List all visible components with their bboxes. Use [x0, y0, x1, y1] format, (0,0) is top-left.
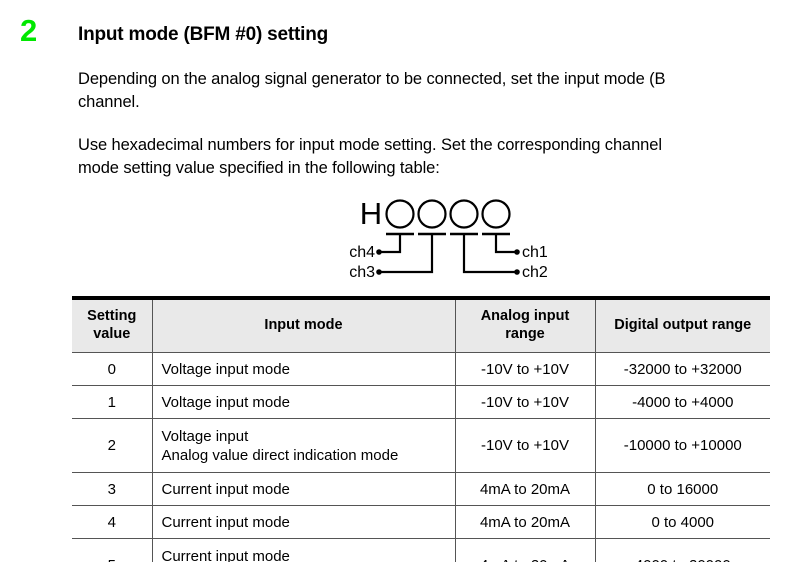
cell-digital-range: -10000 to +10000: [595, 418, 770, 473]
cell-input-mode: Voltage input mode: [152, 385, 456, 419]
leader-line-ch2: [462, 234, 517, 274]
section-heading: 2 Input mode (BFM #0) setting: [0, 14, 800, 58]
paragraph-line: Use hexadecimal numbers for input mode s…: [78, 136, 662, 154]
cell-digital-range: 0 to 4000: [595, 505, 770, 539]
leader-line-ch3: [379, 234, 434, 274]
leader-line-ch4: [379, 234, 402, 254]
cell-setting-value: 1: [72, 385, 153, 419]
cell-input-mode: Voltage input mode: [152, 352, 456, 386]
cell-analog-range: 4mA to 20mA: [455, 505, 596, 539]
channel-label-ch1: ch1: [522, 244, 548, 261]
digit-circle-ch4: [385, 199, 415, 229]
table-row: 0 Voltage input mode -10V to +10V -32000…: [72, 352, 770, 386]
table-row: 1 Voltage input mode -10V to +10V -4000 …: [72, 385, 770, 419]
column-header-input-mode: Input mode: [152, 296, 456, 353]
table-row: 4 Current input mode 4mA to 20mA 0 to 40…: [72, 505, 770, 539]
mode-line: Voltage input mode: [161, 360, 290, 378]
leader-dot-ch2: [514, 269, 520, 275]
input-mode-table: Setting value Input mode Analog input ra…: [72, 296, 770, 562]
mode-line: Current input mode: [161, 547, 290, 562]
channel-label-ch4: ch4: [349, 244, 375, 261]
cell-analog-range: 4mA to 20mA: [455, 538, 596, 562]
channel-label-ch2: ch2: [522, 264, 548, 281]
hex-prefix-label: H: [360, 196, 382, 231]
paragraph-line: channel.: [78, 93, 140, 111]
intro-paragraph: Depending on the analog signal generator…: [78, 68, 800, 114]
cell-analog-range: 4mA to 20mA: [455, 472, 596, 506]
section-number: 2: [20, 13, 37, 48]
leader-dot-ch4: [376, 249, 382, 255]
cell-digital-range: 0 to 16000: [595, 472, 770, 506]
table-body: 0 Voltage input mode -10V to +10V -32000…: [72, 352, 770, 562]
column-header-analog-input-range: Analog input range: [455, 296, 596, 353]
column-header-digital-output-range: Digital output range: [595, 296, 770, 353]
bfm-bit-position-diagram: H ch4 ch3 ch2 ch: [330, 190, 630, 286]
cell-digital-range: -32000 to +32000: [595, 352, 770, 386]
cell-setting-value: 2: [72, 418, 153, 473]
cell-analog-range: -10V to +10V: [455, 418, 596, 473]
header-line: range: [505, 326, 545, 342]
cell-analog-range: -10V to +10V: [455, 385, 596, 419]
table-header-row: Setting value Input mode Analog input ra…: [72, 296, 770, 353]
header-line: Setting: [87, 308, 137, 324]
table-row: 2 Voltage input Analog value direct indi…: [72, 418, 770, 473]
cell-input-mode: Current input mode Analog value direct i…: [152, 538, 456, 562]
leader-dot-ch3: [376, 269, 382, 275]
cell-input-mode: Current input mode: [152, 472, 456, 506]
hex-instruction-paragraph: Use hexadecimal numbers for input mode s…: [78, 134, 800, 180]
header-line: value: [93, 326, 131, 342]
mode-line: Current input mode: [161, 480, 290, 498]
column-header-setting-value: Setting value: [72, 296, 153, 353]
cell-digital-range: 4000 to 20000: [595, 538, 770, 562]
leader-dot-ch1: [514, 249, 520, 255]
cell-setting-value: 0: [72, 352, 153, 386]
table-row: 5 Current input mode Analog value direct…: [72, 538, 770, 562]
table-header: Setting value Input mode Analog input ra…: [72, 296, 770, 353]
cell-input-mode: Current input mode: [152, 505, 456, 539]
mode-line: Voltage input mode: [161, 393, 290, 411]
cell-input-mode: Voltage input Analog value direct indica…: [152, 418, 456, 473]
table-row: 3 Current input mode 4mA to 20mA 0 to 16…: [72, 472, 770, 506]
leader-line-ch1: [494, 234, 517, 254]
cell-setting-value: 5: [72, 538, 153, 562]
digit-circle-ch1: [481, 199, 511, 229]
cell-analog-range: -10V to +10V: [455, 352, 596, 386]
cell-digital-range: -4000 to +4000: [595, 385, 770, 419]
paragraph-line: Depending on the analog signal generator…: [78, 70, 666, 88]
cell-setting-value: 3: [72, 472, 153, 506]
header-line: Analog input: [480, 308, 570, 324]
digit-circle-ch3: [417, 199, 447, 229]
cell-setting-value: 4: [72, 505, 153, 539]
mode-line: Analog value direct indication mode: [161, 446, 399, 464]
digit-circle-ch2: [449, 199, 479, 229]
channel-label-ch3: ch3: [349, 264, 375, 281]
mode-line: Current input mode: [161, 513, 290, 531]
mode-line: Voltage input: [161, 427, 249, 445]
page-title: Input mode (BFM #0) setting: [78, 24, 329, 45]
paragraph-line: mode setting value specified in the foll…: [78, 159, 440, 177]
